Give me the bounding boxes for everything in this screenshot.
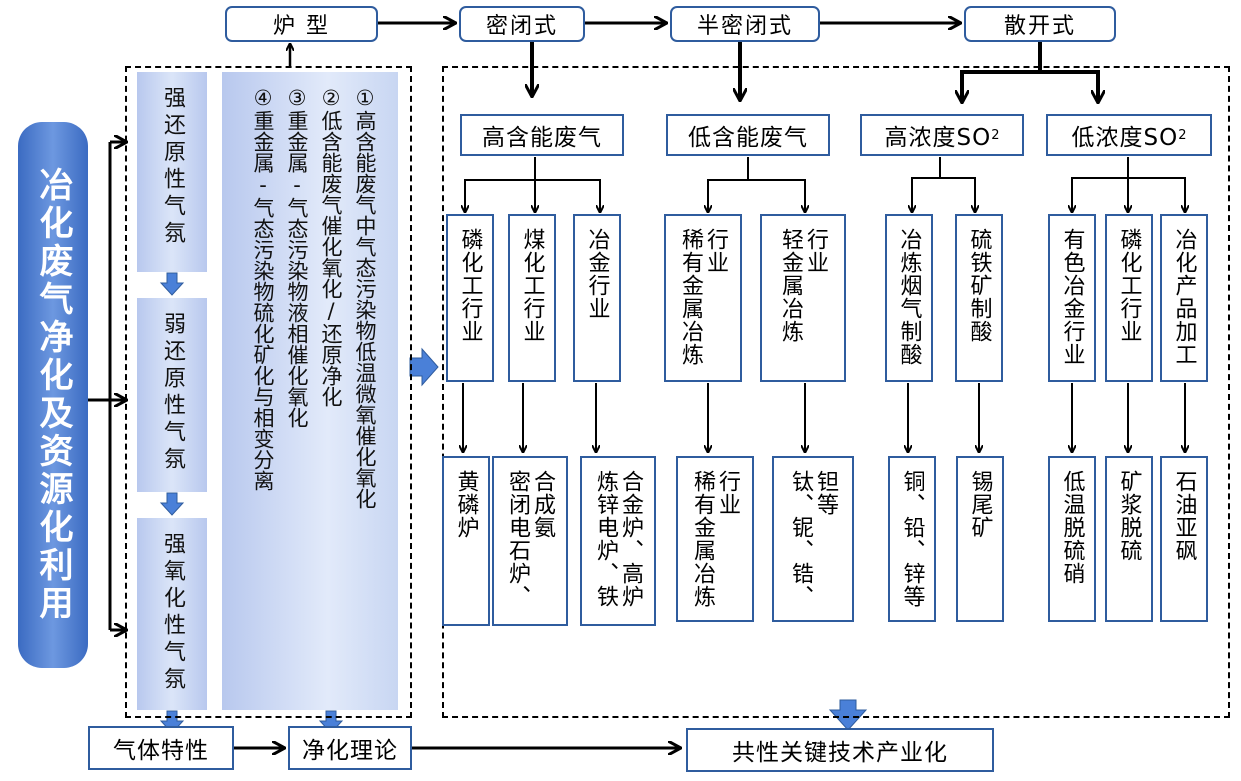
industry-chem-product: 冶化产品加工 — [1160, 214, 1208, 382]
bottom-industrialization: 共性关键技术产业化 — [686, 728, 994, 772]
source-sealed-carbide-ammonia: 密闭电石炉、合成氨 — [492, 456, 568, 626]
industry-nonferrous: 有色冶金行业 — [1048, 214, 1096, 382]
bottom-purification-theory: 净化理论 — [288, 726, 412, 770]
industry-phosphorus-chem-2: 磷化工行业 — [1105, 214, 1153, 382]
industry-metallurgy: 冶金行业 — [573, 214, 621, 382]
industry-pyrite-acid: 硫铁矿制酸 — [955, 214, 1003, 382]
source-yellow-phosphorus-furnace: 黄磷炉 — [442, 456, 490, 626]
industry-phosphorus-chem: 磷化工行业 — [446, 214, 494, 382]
category-low-energy-gas: 低含能废气 — [666, 114, 830, 156]
source-low-temp-desulf-denitr: 低温脱硫硝 — [1048, 456, 1096, 622]
purification-theory-panel: ①高含能废气中气态污染物低温微氧催化氧化 ②低含能废气催化氧化/还原净化 ③重金… — [222, 72, 398, 710]
furnace-open: 散开式 — [964, 6, 1116, 42]
industry-rare-metal-smelting: 稀有金属冶炼行业 — [664, 214, 742, 382]
furnace-sealed: 密闭式 — [459, 6, 585, 42]
category-high-energy-gas: 高含能废气 — [460, 114, 624, 156]
industry-coal-chem: 煤化工行业 — [508, 214, 556, 382]
furnace-semi-sealed: 半密闭式 — [670, 6, 820, 42]
gas-property-strong-oxidizing: 强氧化性气氛 — [137, 518, 207, 710]
gas-property-strong-reducing: 强还原性气氛 — [137, 72, 207, 272]
source-petroleum-sulfoxide: 石油亚砜 — [1160, 456, 1208, 622]
industry-smelting-flue-acid: 冶炼烟气制酸 — [885, 214, 933, 382]
source-rare-metal: 稀有金属冶炼行业 — [676, 456, 754, 622]
source-cu-pb-zn: 铜、铅、锌等 — [888, 456, 936, 622]
source-tin-tailings: 锡尾矿 — [956, 456, 1004, 622]
main-title: 冶化废气净化及资源化利用 — [18, 122, 88, 668]
industry-frame — [442, 66, 1230, 718]
source-slurry-desulf: 矿浆脱硫 — [1105, 456, 1153, 622]
source-ti-nb-zr-ta: 钛、铌、锆、钽等 — [772, 456, 854, 622]
industry-light-metal-smelting: 轻金属冶炼行业 — [760, 214, 846, 382]
bottom-gas-properties: 气体特性 — [88, 726, 234, 770]
furnace-type-label: 炉 型 — [225, 6, 378, 42]
source-zinc-ferroalloy-blast: 炼锌电炉、铁合金炉、高炉 — [580, 456, 656, 626]
theory-frame — [125, 66, 412, 718]
gas-property-weak-reducing: 弱还原性气氛 — [137, 298, 207, 492]
